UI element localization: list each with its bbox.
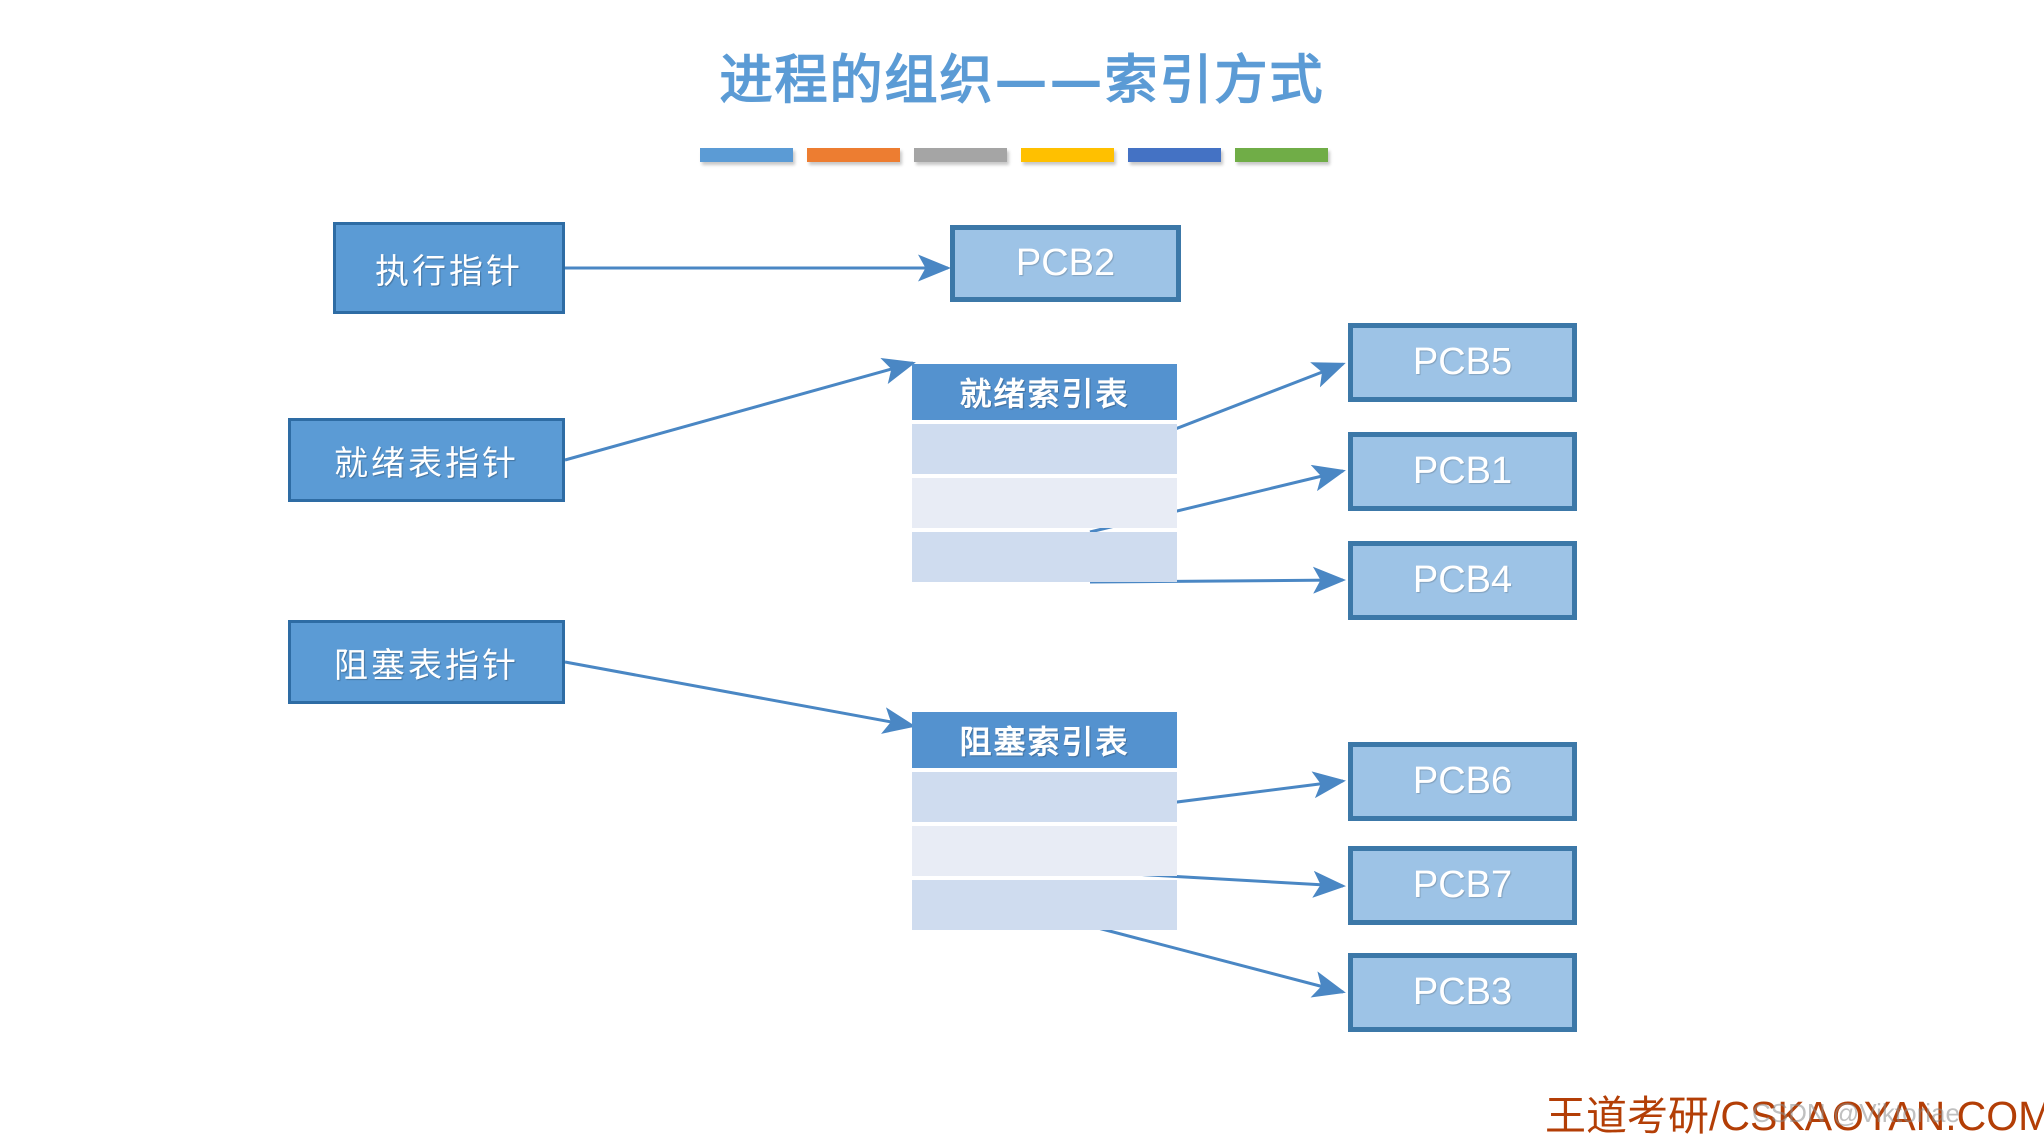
connector-ready-to-ready-table xyxy=(564,358,916,462)
pcb-box-blocked-2[interactable]: PCB3 xyxy=(1348,953,1577,1032)
pcb-box-ready-2[interactable]: PCB4 xyxy=(1348,541,1577,620)
blocked-index-table-row-0[interactable] xyxy=(912,772,1177,822)
ready-index-table-row-2[interactable] xyxy=(912,532,1177,582)
accent-bar-blue xyxy=(700,148,793,162)
pcb-label: PCB4 xyxy=(1412,559,1513,601)
blocked-index-table-header: 阻塞索引表 xyxy=(912,712,1177,768)
pcb-label: PCB2 xyxy=(1015,242,1116,284)
blocked-index-table-row-1[interactable] xyxy=(912,826,1177,876)
pcb-label: PCB6 xyxy=(1412,760,1513,802)
ready-pointer-box[interactable]: 就绪表指针 xyxy=(288,418,565,502)
connector-blocked-to-blocked-table xyxy=(564,660,916,734)
ready-pointer-label: 就绪表指针 xyxy=(334,443,519,484)
pcb-label: PCB7 xyxy=(1412,864,1513,906)
exec-pointer-label: 执行指针 xyxy=(375,251,523,292)
pcb-box-blocked-1[interactable]: PCB7 xyxy=(1348,846,1577,925)
ready-index-table-row-1[interactable] xyxy=(912,478,1177,528)
blocked-index-table-row-2[interactable] xyxy=(912,880,1177,930)
blocked-index-table[interactable]: 阻塞索引表 xyxy=(912,712,1177,930)
ready-index-table[interactable]: 就绪索引表 xyxy=(912,364,1177,582)
pcb-box-blocked-0[interactable]: PCB6 xyxy=(1348,742,1577,821)
blocked-pointer-box[interactable]: 阻塞表指针 xyxy=(288,620,565,704)
pcb-label: PCB5 xyxy=(1412,341,1513,383)
accent-bar-dark-blue xyxy=(1128,148,1221,162)
pcb-box-running[interactable]: PCB2 xyxy=(950,225,1181,302)
page-title: 进程的组织——索引方式 xyxy=(719,49,1325,111)
ready-index-table-row-0[interactable] xyxy=(912,424,1177,474)
connector-blocked-row2-to-pcb3 xyxy=(1097,926,1346,998)
footer-watermark: CSDN @Viktoriae xyxy=(1752,1098,1960,1128)
title-accent-bars xyxy=(700,148,1328,162)
accent-bar-gray xyxy=(914,148,1007,162)
accent-bar-yellow xyxy=(1021,148,1114,162)
blocked-pointer-label: 阻塞表指针 xyxy=(334,645,519,686)
exec-pointer-box[interactable]: 执行指针 xyxy=(333,222,565,314)
pcb-label: PCB3 xyxy=(1412,971,1513,1013)
pcb-label: PCB1 xyxy=(1412,450,1513,492)
ready-index-table-header: 就绪索引表 xyxy=(912,364,1177,420)
footer-brand: 王道考研/CSKAOYAN.COM xyxy=(1545,1093,2044,1139)
pcb-box-ready-1[interactable]: PCB1 xyxy=(1348,432,1577,511)
accent-bar-green xyxy=(1235,148,1328,162)
accent-bar-orange xyxy=(807,148,900,162)
pcb-box-ready-0[interactable]: PCB5 xyxy=(1348,323,1577,402)
